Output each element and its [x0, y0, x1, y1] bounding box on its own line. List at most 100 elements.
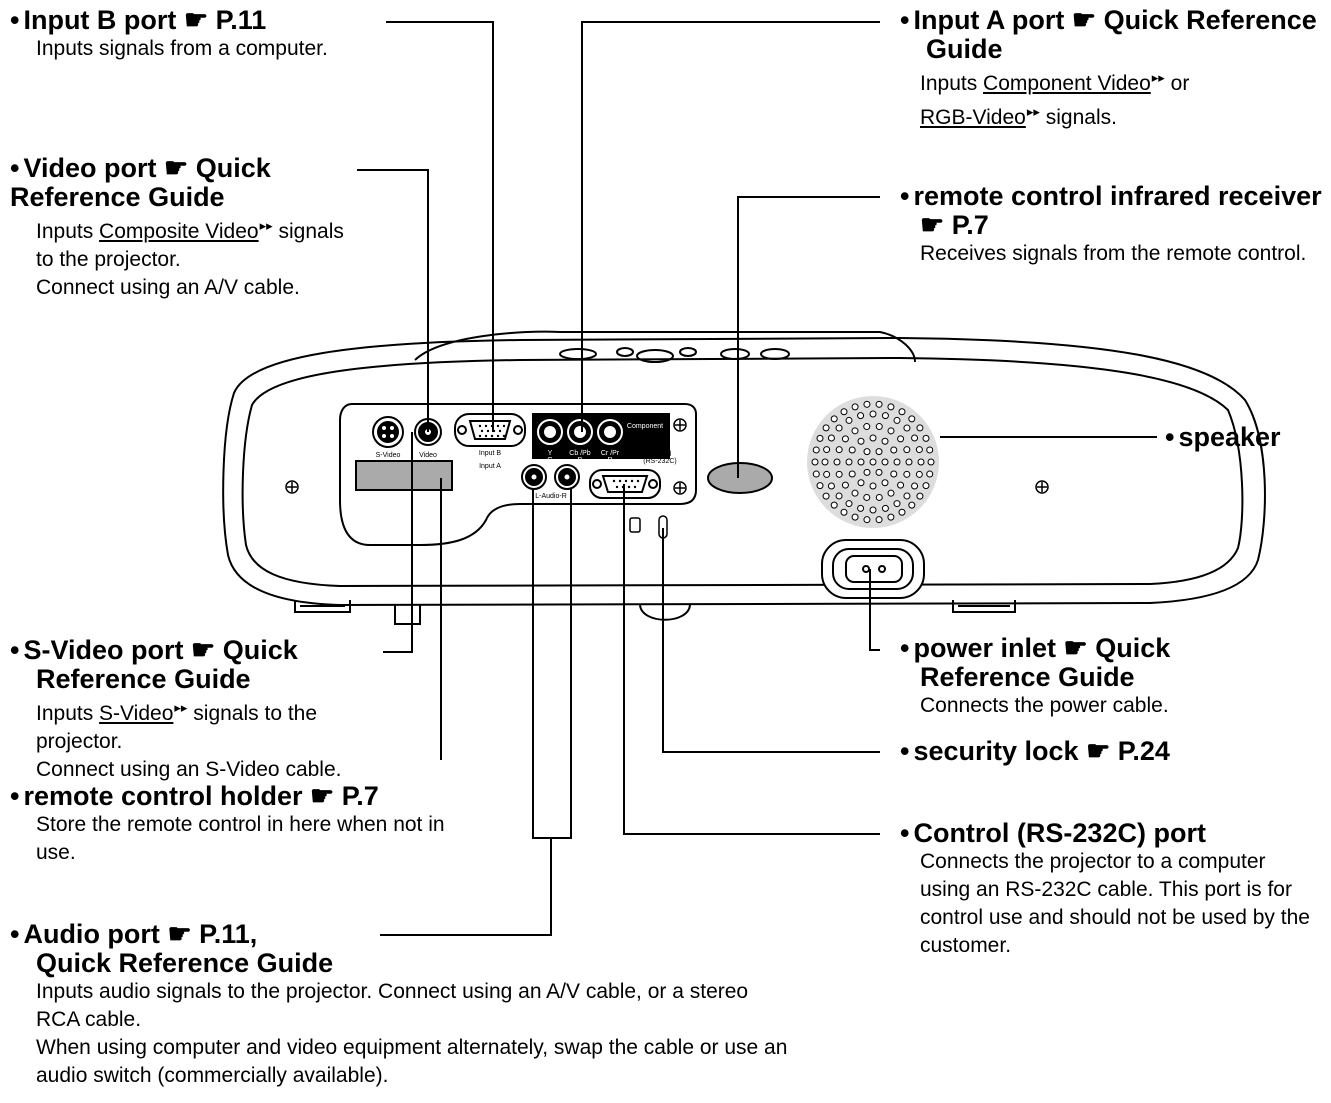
- speaker-hole: [875, 423, 883, 431]
- rgb-video-link[interactable]: RGB-Video: [920, 106, 1026, 129]
- control-panel-label: Control: [649, 451, 672, 458]
- speaker-hole: [835, 492, 843, 500]
- audio-ref-link[interactable]: P.11,: [199, 919, 258, 949]
- speaker-hole: [881, 504, 889, 512]
- speaker-hole: [916, 492, 924, 500]
- remote-receiver-callout: •remote control infrared receiver ☛ P.7 …: [900, 182, 1325, 268]
- video-desc-after: signals to the projector.: [36, 220, 344, 271]
- speaker-grille: [807, 396, 939, 528]
- speaker-hole: [869, 458, 877, 466]
- component-panel-label: Component: [627, 423, 663, 430]
- video-desc2: Connect using an A/V cable.: [36, 276, 300, 299]
- speaker-hole: [916, 424, 924, 432]
- speaker-hole: [851, 513, 859, 521]
- speaker-hole: [911, 434, 919, 442]
- speaker-hole: [848, 446, 856, 454]
- speaker-hole: [887, 403, 895, 411]
- speaker-hole: [816, 482, 824, 490]
- speaker-hole: [863, 493, 871, 501]
- remote-holder-callout: •remote control holder ☛ P.7 Store the r…: [10, 782, 490, 867]
- speaker-hole: [922, 434, 930, 442]
- input-a-middle: or: [1164, 72, 1190, 95]
- speaker-hole: [890, 470, 898, 478]
- speaker-hole: [857, 458, 865, 466]
- speaker-hole: [857, 479, 865, 487]
- video-ref-link[interactable]: Quick Reference Guide: [10, 153, 271, 212]
- remote-receiver-ref-link[interactable]: P.7: [951, 210, 989, 240]
- speaker-hole: [835, 446, 843, 454]
- speaker-hole: [903, 470, 911, 478]
- speaker-hole: [875, 493, 883, 501]
- speaker-hole: [893, 416, 901, 424]
- power-inlet-title: power inlet: [913, 633, 1056, 663]
- audio-desc2: When using computer and video equipment …: [36, 1036, 788, 1087]
- speaker-hole: [875, 516, 883, 524]
- audio-ref2-link[interactable]: Quick Reference Guide: [36, 948, 334, 978]
- audio-title: Audio port: [23, 919, 160, 949]
- speaker-hole: [848, 470, 856, 478]
- s-video-panel-label: S-Video: [376, 452, 401, 459]
- speaker-hole: [863, 423, 871, 431]
- speaker-hole: [869, 410, 877, 418]
- power-inlet-desc: Connects the power cable.: [920, 694, 1169, 717]
- pointing-hand-icon: ☛: [1071, 5, 1097, 35]
- audio-callout: •Audio port ☛ P.11, Quick Reference Guid…: [10, 920, 810, 1090]
- cb-pb-panel-label: Cb /Pb: [569, 450, 591, 457]
- s-video-desc-before: Inputs: [36, 702, 100, 725]
- leader-lines: [357, 21, 1157, 936]
- speaker-hole: [881, 412, 889, 420]
- s-video-desc2: Connect using an S-Video cable.: [36, 758, 342, 781]
- speaker-hole: [887, 427, 895, 435]
- speaker-hole: [890, 446, 898, 454]
- s-video-callout: •S-Video port ☛ Quick Reference Guide In…: [10, 636, 390, 784]
- remote-receiver-title: remote control infrared receiver: [913, 181, 1322, 211]
- b-panel-label: B: [578, 457, 583, 464]
- component-video-link[interactable]: Component Video: [983, 72, 1151, 95]
- ir-receiver: [707, 462, 773, 494]
- input-a-desc-after: signals.: [1039, 106, 1117, 129]
- speaker-hole: [851, 427, 859, 435]
- s-video-link[interactable]: S-Video: [99, 702, 174, 725]
- speaker-hole: [922, 482, 930, 490]
- composite-video-link[interactable]: Composite Video: [99, 220, 259, 243]
- input-b-desc: Inputs signals from a computer.: [36, 37, 328, 60]
- speaker-hole: [897, 481, 905, 489]
- power-inlet-ref-link[interactable]: Quick Reference Guide: [920, 633, 1171, 692]
- speaker-hole: [840, 408, 848, 416]
- control-port-title: Control (RS-232C) port: [913, 818, 1206, 848]
- input-a-ref-link[interactable]: Quick Reference Guide: [926, 5, 1317, 64]
- speaker-hole: [903, 424, 911, 432]
- speaker-hole: [927, 458, 935, 466]
- speaker-hole: [827, 434, 835, 442]
- speaker-hole: [835, 470, 843, 478]
- input-b-callout: •Input B port ☛ P.11 Inputs signals from…: [10, 6, 390, 63]
- input-b-title: Input B port: [23, 5, 177, 35]
- s-video-desc-after: signals to the: [187, 702, 318, 725]
- double-arrow-icon: ▸▸: [1151, 70, 1165, 85]
- speaker-hole: [835, 424, 843, 432]
- input-b-ref-link[interactable]: P.11: [215, 5, 267, 35]
- s-video-ref-link[interactable]: Quick Reference Guide: [36, 635, 298, 694]
- power-inlet-callout: •power inlet ☛ Quick Reference Guide Con…: [900, 634, 1280, 720]
- speaker-hole: [841, 435, 849, 443]
- speaker-hole: [830, 415, 838, 423]
- remote-holder-ref-link[interactable]: P.7: [341, 781, 379, 811]
- speaker-hole: [811, 458, 819, 466]
- speaker-hole: [881, 479, 889, 487]
- input-b-panel-label: Input B: [479, 450, 502, 457]
- speaker-hole: [851, 489, 859, 497]
- double-arrow-icon: ▸▸: [174, 700, 188, 715]
- control-port-callout: •Control (RS-232C) port Connects the pro…: [900, 819, 1315, 960]
- speaker-hole: [822, 492, 830, 500]
- speaker-hole: [893, 458, 901, 466]
- remote-holder-title: remote control holder: [23, 781, 303, 811]
- video-desc-before: Inputs: [36, 220, 100, 243]
- speaker-hole: [905, 458, 913, 466]
- speaker-callout: •speaker: [1165, 422, 1281, 452]
- speaker-hole: [821, 458, 829, 466]
- speaker-hole: [823, 470, 831, 478]
- remote-holder-slot: [355, 460, 453, 491]
- security-lock-ref-link[interactable]: P.24: [1117, 736, 1170, 766]
- rs232c-panel-label: (RS-232C): [643, 458, 676, 465]
